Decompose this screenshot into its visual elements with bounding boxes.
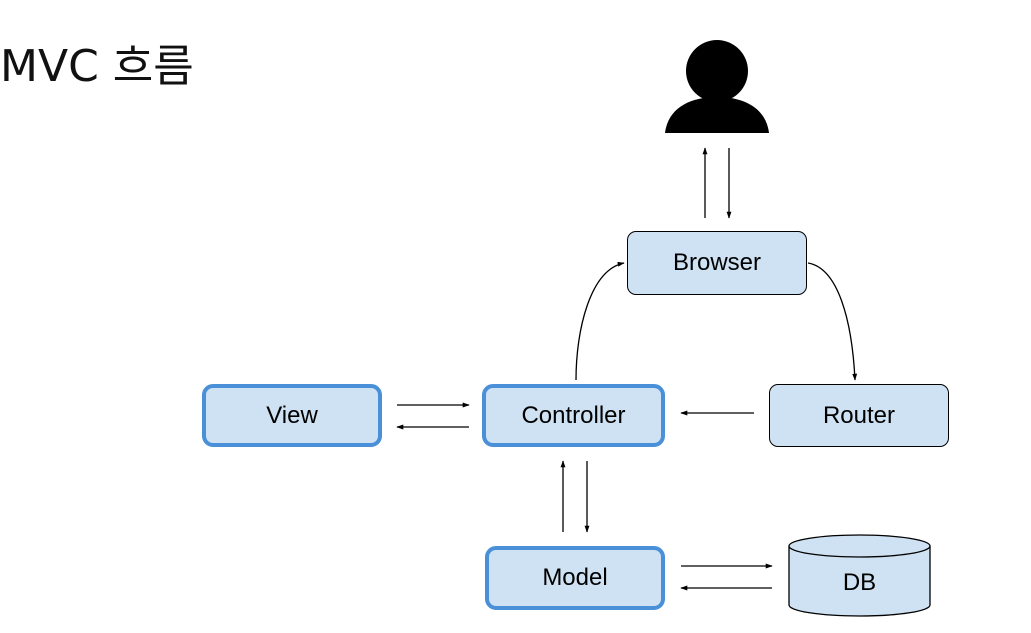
db-cylinder [788, 534, 931, 617]
model-node: Model [485, 546, 665, 610]
user-icon [665, 40, 769, 133]
arrow-controller-to-browser [575, 261, 625, 381]
diagram-title: MVC 흐름 [0, 41, 194, 92]
router-node: Router [769, 384, 949, 447]
view-node: View [202, 384, 382, 447]
view-label: View [266, 401, 318, 429]
db-label: DB [842, 569, 877, 596]
controller-node: Controller [482, 384, 665, 447]
arrow-browser-to-router [807, 262, 858, 381]
browser-label: Browser [672, 249, 762, 276]
model-label: Model [542, 564, 608, 591]
controller-label: Controller [521, 401, 626, 429]
router-label: Router [822, 401, 896, 429]
browser-node: Browser [627, 231, 807, 295]
